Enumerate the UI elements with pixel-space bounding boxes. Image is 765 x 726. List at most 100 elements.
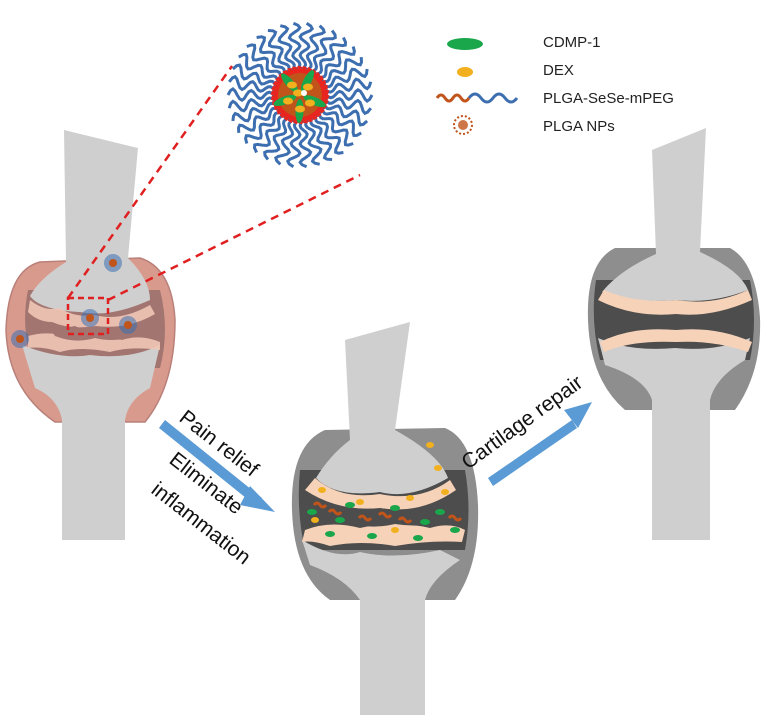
peg-chain bbox=[231, 101, 277, 123]
dex-molecule bbox=[287, 81, 297, 89]
cdmp-particle bbox=[325, 531, 335, 537]
dex-particle bbox=[426, 442, 434, 448]
polymer-swatch-orange bbox=[435, 93, 471, 103]
nanoparticle-small bbox=[104, 254, 122, 272]
dex-swatch bbox=[457, 67, 473, 77]
peg-chain bbox=[231, 63, 278, 87]
peg-chain bbox=[238, 52, 280, 82]
cdmp-particle bbox=[367, 533, 377, 539]
cartilage-lower-middle bbox=[302, 524, 465, 546]
polymer-swatch-blue bbox=[467, 92, 519, 104]
polymer-fragment bbox=[312, 501, 328, 509]
peg-chain bbox=[314, 115, 344, 155]
cartilage-upper-right bbox=[598, 290, 752, 315]
peg-chain bbox=[322, 103, 369, 127]
peg-chain bbox=[263, 116, 290, 161]
cdmp-particle bbox=[390, 505, 400, 511]
legend: CDMP-1 DEX PLGA-SeSe-mPEG PLGA NPs bbox=[435, 34, 674, 135]
peg-chain bbox=[226, 86, 275, 102]
polymer-fragment bbox=[357, 514, 373, 522]
cdmp-particle bbox=[345, 502, 355, 508]
lower-bone-left bbox=[22, 345, 160, 540]
zoom-line-top bbox=[66, 65, 234, 299]
cdmp-particle bbox=[307, 509, 317, 515]
cartilage-upper-middle bbox=[305, 478, 456, 510]
arrow-cartilage-repair: Cartilage repair bbox=[457, 371, 592, 486]
peg-chain bbox=[246, 43, 283, 78]
peg-chain bbox=[287, 21, 302, 70]
peg-chain bbox=[267, 29, 291, 73]
lower-bone-right bbox=[598, 338, 750, 540]
legend-item-dex: DEX bbox=[457, 62, 574, 79]
dex-particle bbox=[391, 527, 399, 533]
healthy-joint bbox=[587, 128, 761, 540]
lower-bone-middle bbox=[302, 540, 460, 715]
peg-chain bbox=[309, 117, 333, 161]
peg-chain bbox=[325, 88, 374, 104]
polymer-fragment bbox=[397, 516, 413, 524]
arrow-head-2 bbox=[564, 402, 592, 428]
dex-molecule bbox=[293, 89, 303, 97]
dex-molecule bbox=[303, 83, 313, 91]
peg-chain bbox=[317, 112, 354, 147]
dex-molecule bbox=[295, 105, 305, 113]
peg-chain bbox=[274, 118, 295, 166]
arrow-pain-relief: Pain relief Eliminate inflammation bbox=[147, 406, 275, 569]
legend-item-cdmp: CDMP-1 bbox=[447, 34, 601, 51]
legend-label-polymer: PLGA-SeSe-mPEG bbox=[543, 90, 674, 107]
core-highlight bbox=[301, 90, 307, 96]
cdmp-particle bbox=[335, 517, 345, 523]
upper-bone-left bbox=[30, 130, 150, 314]
arrow-shaft-1 bbox=[159, 420, 262, 506]
peg-chain bbox=[298, 22, 315, 71]
dex-particle bbox=[318, 487, 326, 493]
peg-chain bbox=[304, 119, 323, 166]
cdmp-molecule bbox=[303, 95, 326, 108]
legend-label-cdmp: CDMP-1 bbox=[543, 34, 601, 51]
peg-chain bbox=[236, 106, 279, 133]
nanoparticle-small bbox=[11, 330, 29, 348]
dex-particle bbox=[434, 465, 442, 471]
peg-chain bbox=[244, 111, 281, 144]
nps-swatch bbox=[453, 115, 473, 135]
peg-chain bbox=[227, 96, 276, 113]
peg-chain bbox=[319, 46, 356, 79]
peg-chain bbox=[228, 74, 276, 93]
arrow-shaft-2 bbox=[488, 420, 577, 486]
peg-chain bbox=[323, 67, 369, 89]
dex-particle bbox=[441, 489, 449, 495]
cdmp-particle bbox=[450, 527, 460, 533]
arrow-head-1 bbox=[240, 486, 275, 512]
dex-particle bbox=[356, 499, 364, 505]
peg-chain bbox=[305, 24, 326, 72]
dex-molecule bbox=[283, 97, 293, 105]
treated-joint bbox=[291, 322, 479, 715]
peg-chain bbox=[321, 57, 364, 84]
polymer-fragment bbox=[327, 508, 343, 516]
cdmp-particle bbox=[420, 519, 430, 525]
dex-molecule bbox=[305, 99, 315, 107]
polymer-fragment bbox=[447, 514, 463, 522]
dex-particle bbox=[311, 517, 319, 523]
nanoparticle-small bbox=[81, 309, 99, 327]
legend-label-nps: PLGA NPs bbox=[543, 118, 615, 135]
peg-chain bbox=[310, 29, 337, 74]
inflamed-joint bbox=[5, 130, 176, 540]
peg-chain bbox=[320, 108, 362, 138]
cdmp-particle bbox=[413, 535, 423, 541]
zoom-box bbox=[66, 296, 110, 336]
peg-chain bbox=[324, 77, 373, 94]
peg-chain bbox=[256, 35, 286, 75]
drug-particles bbox=[307, 442, 463, 541]
cdmp-particle bbox=[435, 509, 445, 515]
upper-bone-middle bbox=[316, 322, 448, 495]
dex-particle bbox=[406, 495, 414, 501]
peg-chain bbox=[324, 97, 372, 116]
peg-chain bbox=[252, 114, 285, 154]
polymer-fragment bbox=[377, 511, 393, 519]
legend-item-nps: PLGA NPs bbox=[453, 115, 615, 135]
cdmp-swatch bbox=[447, 38, 483, 50]
peg-chain bbox=[285, 119, 302, 168]
cartilage-lower-right bbox=[600, 329, 752, 352]
